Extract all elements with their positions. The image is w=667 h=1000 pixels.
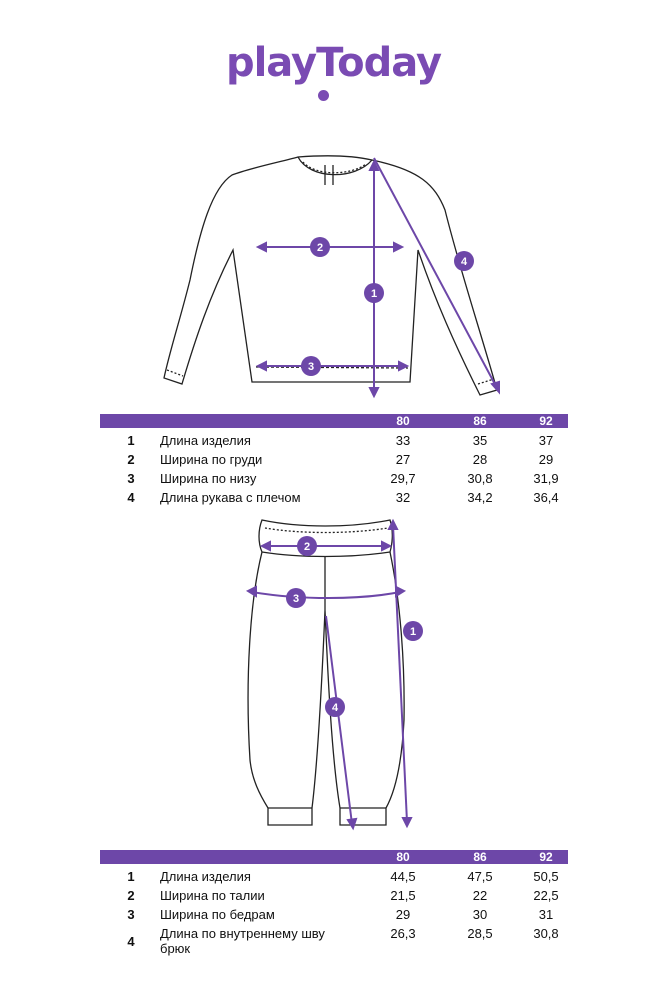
size-header: 86: [473, 414, 487, 428]
svg-text:1: 1: [371, 288, 377, 300]
table-header: 80 86 92: [100, 414, 568, 428]
table-row: 3 Ширина по низу 29,7 30,8 31,9: [127, 471, 559, 486]
svg-text:2: 2: [317, 242, 323, 254]
shirt-marker-2: 2: [310, 237, 330, 257]
top-size-table: 80 86 92 1 Длина изделия 33 35 37 2 Шири…: [100, 414, 568, 509]
shirt-marker-4: 4: [454, 251, 474, 271]
table-row: 4 Длина по внутреннему шву брюк 26,3 28,…: [127, 926, 559, 956]
table-row: 3 Ширина по бедрам 29 30 31: [127, 907, 554, 922]
svg-text:4: 4: [461, 256, 468, 268]
shirt-diagram: 1 2 3 4: [163, 155, 500, 399]
size-header: 80: [396, 850, 410, 864]
size-header: 86: [473, 850, 487, 864]
svg-text:3: 3: [293, 593, 299, 605]
svg-text:2: 2: [304, 541, 310, 553]
brand-logo: playToday: [225, 40, 442, 86]
svg-text:1: 1: [410, 626, 416, 638]
pants-marker-4: 4: [325, 697, 345, 717]
pants-marker-2: 2: [297, 536, 317, 556]
table-row: 2 Ширина по талии 21,5 22 22,5: [127, 888, 559, 903]
size-header: 92: [539, 850, 553, 864]
pants-marker-3: 3: [286, 588, 306, 608]
size-header: 92: [539, 414, 553, 428]
logo-dot: [318, 90, 329, 101]
shirt-marker-1: 1: [364, 283, 384, 303]
svg-text:4: 4: [332, 702, 339, 714]
bottom-size-table: 80 86 92 1 Длина изделия 44,5 47,5 50,5 …: [100, 850, 568, 962]
table-row: 4 Длина рукава с плечом 32 34,2 36,4: [127, 490, 559, 505]
table-header: 80 86 92: [100, 850, 568, 864]
table-row: 2 Ширина по груди 27 28 29: [127, 452, 554, 467]
pants-marker-1: 1: [403, 621, 423, 641]
pants-diagram: 1 2 3 4: [245, 518, 423, 831]
table-row: 1 Длина изделия 44,5 47,5 50,5: [127, 869, 559, 884]
svg-text:3: 3: [308, 361, 314, 373]
shirt-marker-3: 3: [301, 356, 321, 376]
table-row: 1 Длина изделия 33 35 37: [127, 433, 554, 448]
size-header: 80: [396, 414, 410, 428]
